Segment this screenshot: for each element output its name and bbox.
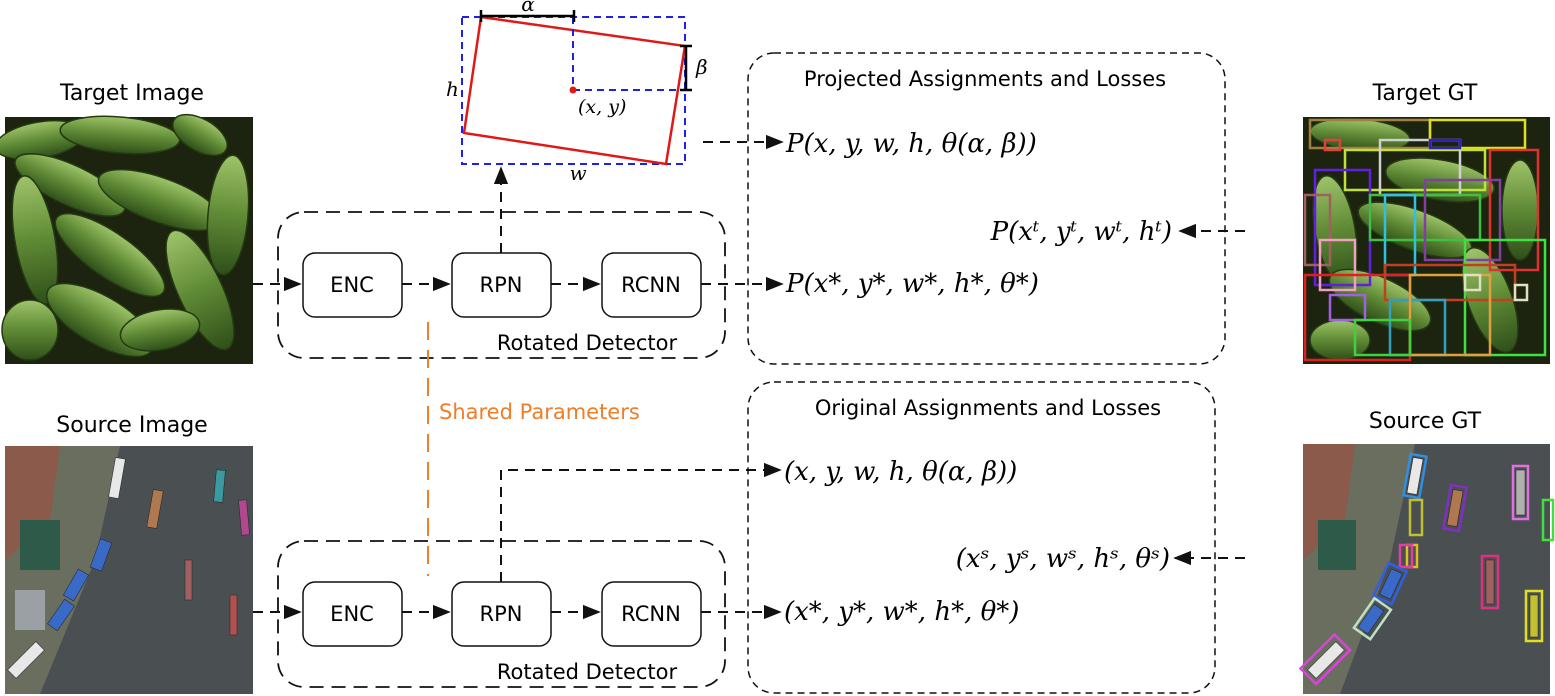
rotated-detector-label-bottom: Rotated Detector [497, 660, 678, 684]
original-rotated-formula: (x, y, w, h, θ(α, β)) [784, 457, 1017, 487]
enc-label-top: ENC [330, 273, 374, 297]
source-image [5, 446, 253, 694]
center-point [569, 86, 577, 94]
target-image-label: Target Image [59, 81, 204, 106]
enc-label-bottom: ENC [330, 602, 374, 626]
target-gt-image [1303, 117, 1550, 364]
shared-parameters-label: Shared Parameters [439, 400, 640, 424]
projected-prediction-formula: P(x*, y*, w*, h*, θ*) [785, 269, 1039, 299]
rotated-box [462, 15, 687, 166]
projected-target-formula: P(xᵗ, yᵗ, wᵗ, hᵗ) [990, 217, 1172, 247]
source-gt-label: Source GT [1369, 409, 1482, 434]
original-prediction-formula: (x*, y*, w*, h*, θ*) [784, 597, 1019, 627]
projected-rotated-formula: P(x, y, w, h, θ(α, β)) [785, 129, 1037, 159]
original-source-formula: (xˢ, yˢ, wˢ, hˢ, θˢ) [956, 544, 1170, 574]
rpn-label-top: RPN [480, 273, 523, 297]
original-losses-box: Original Assignments and Losses (x, y, w… [747, 381, 1216, 694]
rcnn-label-bottom: RCNN [621, 602, 681, 626]
projected-title: Projected Assignments and Losses [804, 67, 1166, 91]
rpn-label-bottom: RPN [480, 602, 523, 626]
enc-block-bottom [302, 581, 403, 647]
rotated-box-illustration: α β h w (x, y) [446, 0, 708, 185]
rotated-detector-label-top: Rotated Detector [497, 331, 678, 355]
rcnn-block-bottom [601, 581, 702, 647]
h-label: h [446, 77, 459, 101]
target-image [0, 113, 253, 364]
beta-label: β [695, 55, 708, 79]
source-image-label: Source Image [56, 413, 207, 438]
source-gt-image [1298, 444, 1555, 694]
alpha-label: α [521, 0, 535, 16]
w-label: w [569, 161, 586, 185]
rotated-detector-top: ENC RPN RCNN Rotated Detector [277, 211, 726, 359]
rotated-detector-bottom: ENC RPN RCNN Rotated Detector [277, 540, 726, 688]
projected-losses-box: Projected Assignments and Losses P(x, y,… [747, 52, 1226, 365]
center-label: (x, y) [578, 96, 626, 118]
rcnn-label-top: RCNN [621, 273, 681, 297]
original-title: Original Assignments and Losses [815, 396, 1161, 420]
target-gt-label: Target GT [1372, 81, 1478, 106]
flow-arrows [253, 134, 1245, 620]
